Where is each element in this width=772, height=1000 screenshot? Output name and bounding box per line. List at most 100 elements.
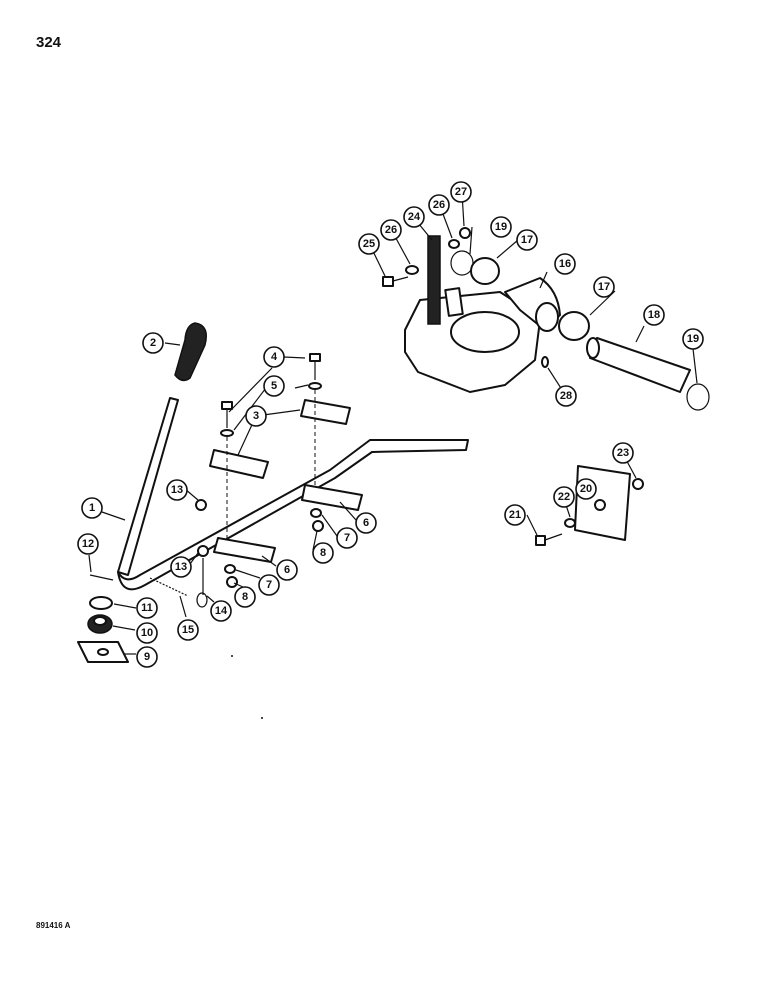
svg-text:26: 26 (433, 199, 445, 211)
callout-28: 28 (555, 385, 577, 407)
clevis-plate (427, 235, 441, 325)
svg-text:10: 10 (141, 627, 153, 639)
svg-text:27: 27 (455, 186, 467, 198)
figure-code: 891416 A (36, 921, 71, 930)
washer-26 (405, 265, 419, 275)
svg-text:15: 15 (182, 624, 194, 636)
callout-23: 23 (612, 442, 634, 464)
bolt-25 (382, 276, 409, 287)
svg-text:13: 13 (175, 561, 187, 573)
svg-text:1: 1 (89, 502, 95, 514)
plate-9 (77, 641, 129, 663)
svg-text:23: 23 (617, 447, 629, 459)
washer-5b (220, 429, 234, 437)
handle-grip-2 (174, 322, 207, 382)
callout-8: 8 (234, 586, 256, 608)
svg-text:24: 24 (408, 211, 421, 223)
svg-text:2: 2 (150, 337, 156, 349)
callout-8: 8 (312, 542, 334, 564)
svg-text:18: 18 (648, 309, 660, 321)
callout-26: 26 (380, 219, 402, 241)
nut-13a (195, 499, 207, 511)
callout-21: 21 (504, 504, 526, 526)
bolts-4 (221, 353, 321, 428)
spacer-17b (558, 311, 590, 341)
svg-text:17: 17 (598, 281, 610, 293)
callout-12: 12 (77, 533, 99, 555)
callout-16: 16 (554, 253, 576, 275)
leader-lines (88, 192, 698, 655)
callout-7: 7 (336, 527, 358, 549)
svg-text:25: 25 (363, 238, 375, 250)
callout-19: 19 (490, 216, 512, 238)
washer-5a (308, 382, 322, 390)
callout-3: 3 (245, 405, 267, 427)
clamps-6 (213, 484, 363, 563)
svg-text:6: 6 (284, 564, 290, 576)
speck (261, 717, 263, 719)
svg-text:21: 21 (509, 509, 521, 521)
svg-text:16: 16 (559, 258, 571, 270)
callout-18: 18 (643, 304, 665, 326)
plate-20 (574, 465, 631, 541)
svg-text:17: 17 (521, 234, 533, 246)
callout-13: 13 (166, 479, 188, 501)
svg-text:22: 22 (558, 491, 570, 503)
svg-text:11: 11 (141, 602, 153, 614)
snap-ring-19a (450, 250, 474, 276)
washer-26b (448, 239, 460, 249)
callout-14: 14 (210, 600, 232, 622)
svg-text:8: 8 (242, 591, 248, 603)
pin-12 (89, 574, 114, 581)
svg-text:28: 28 (560, 390, 572, 402)
callout-27: 27 (450, 181, 472, 203)
washer-7b (224, 564, 236, 574)
callout-26: 26 (428, 194, 450, 216)
callout-1: 1 (81, 497, 103, 519)
plates-3 (209, 399, 351, 479)
callout-7: 7 (258, 574, 280, 596)
callout-4: 4 (263, 346, 285, 368)
svg-text:12: 12 (82, 538, 94, 550)
eyebolt-14 (196, 558, 208, 608)
snap-ring-19b (686, 383, 710, 411)
spring-15 (149, 577, 189, 597)
svg-text:20: 20 (580, 483, 592, 495)
callout-19: 19 (682, 328, 704, 350)
callout-17: 17 (593, 276, 615, 298)
callout-22: 22 (553, 486, 575, 508)
callout-17: 17 (516, 229, 538, 251)
callout-5: 5 (263, 375, 285, 397)
svg-text:14: 14 (215, 605, 228, 617)
bolt-21 (535, 533, 563, 546)
bushing-10 (87, 614, 113, 634)
callout-10: 10 (136, 622, 158, 644)
svg-text:4: 4 (271, 351, 278, 363)
callout-13: 13 (170, 556, 192, 578)
svg-text:26: 26 (385, 224, 397, 236)
svg-text:3: 3 (253, 410, 259, 422)
svg-text:7: 7 (344, 532, 350, 544)
page-number: 324 (36, 34, 62, 51)
nut-8b (226, 576, 238, 588)
speck (231, 655, 233, 657)
washer-11 (89, 596, 113, 610)
nut-8a (312, 520, 324, 532)
svg-text:7: 7 (266, 579, 272, 591)
nut-13b (197, 545, 209, 557)
callout-24: 24 (403, 206, 425, 228)
nut-27 (459, 227, 471, 239)
callout-20: 20 (575, 478, 597, 500)
svg-text:9: 9 (144, 651, 150, 663)
washer-22 (564, 518, 576, 528)
callout-6: 6 (355, 512, 377, 534)
svg-text:6: 6 (363, 517, 369, 529)
callout-11: 11 (136, 597, 158, 619)
callout-9: 9 (136, 646, 158, 668)
washer-7a (310, 508, 322, 518)
svg-text:19: 19 (687, 333, 699, 345)
spacer-17a (470, 257, 500, 285)
svg-text:8: 8 (320, 547, 326, 559)
